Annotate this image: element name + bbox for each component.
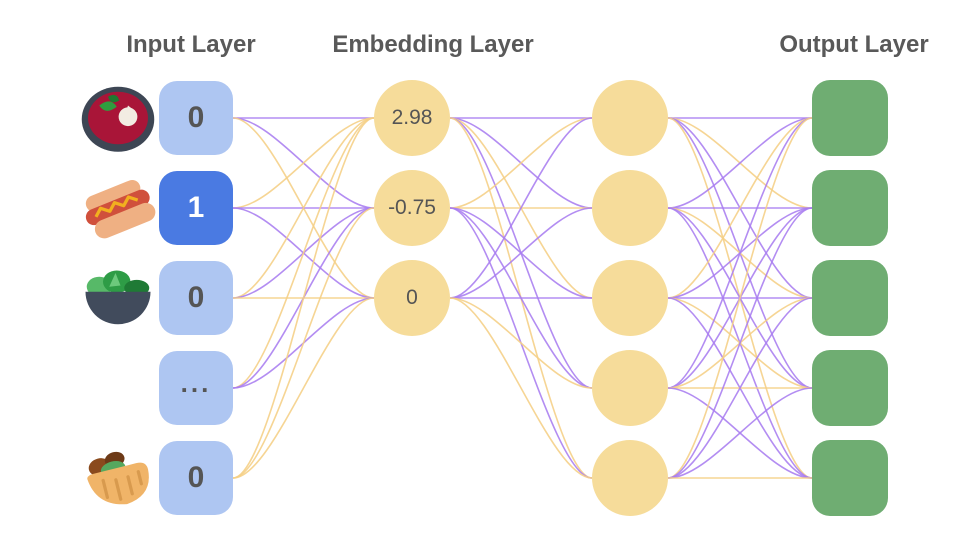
connection-edge [667, 117, 813, 299]
output-node [812, 440, 888, 516]
connection-edge [449, 297, 593, 389]
output-node [812, 170, 888, 246]
embedding-node-value: -0.75 [388, 196, 436, 219]
connection-edge [232, 117, 375, 479]
input-node: 0 [159, 81, 233, 155]
embedding-node-value: 0 [406, 286, 418, 309]
embedding-node: 0 [374, 260, 450, 336]
output-node [812, 260, 888, 336]
hidden-node [592, 260, 668, 336]
connection-edge [667, 117, 813, 479]
embedding-node: -0.75 [374, 170, 450, 246]
connection-edge [449, 117, 593, 209]
connection-edge [449, 117, 593, 299]
connection-edge [667, 387, 813, 479]
hidden-node [592, 440, 668, 516]
hidden-node [592, 350, 668, 426]
embedding-node-value: 2.98 [391, 106, 433, 129]
output-layer-title: Output Layer [779, 31, 929, 58]
connection-edge [667, 297, 813, 479]
input-node-value: 0 [187, 461, 205, 494]
connection-edge [449, 207, 593, 299]
hot-dog-wrapper [76, 168, 160, 248]
stuffed-flatbread-icon [87, 451, 149, 505]
connection-edge [232, 207, 375, 479]
connection-edge [449, 297, 593, 479]
embedding-node: 2.98 [374, 80, 450, 156]
salad-bowl-wrapper [76, 258, 160, 338]
input-node: 1 [159, 171, 233, 245]
input-node: 0 [159, 441, 233, 515]
input-node: ... [159, 351, 233, 425]
borscht-bowl-wrapper [76, 78, 160, 158]
connection-edge [232, 117, 375, 209]
input-node-value: 1 [187, 191, 205, 224]
input-node-value: 0 [187, 101, 205, 134]
input-node: 0 [159, 261, 233, 335]
hot-dog-icon [85, 179, 156, 239]
output-node [812, 80, 888, 156]
output-node [812, 350, 888, 426]
input-layer-title: Input Layer [126, 31, 256, 58]
hidden-node [592, 170, 668, 246]
stuffed-flatbread-wrapper [76, 438, 160, 518]
connection-edge [232, 117, 375, 389]
input-node-value: ... [180, 368, 212, 398]
salad-bowl-icon [85, 270, 151, 325]
connection-edge [667, 207, 813, 479]
connection-edge [232, 117, 375, 299]
input-node-value: 0 [187, 281, 205, 314]
connection-edge [667, 117, 813, 209]
connection-edge [232, 297, 375, 479]
hidden-node [592, 80, 668, 156]
connection-edge [667, 117, 813, 389]
embedding-layer-title: Embedding Layer [332, 31, 534, 58]
borscht-bowl-icon [81, 86, 155, 152]
